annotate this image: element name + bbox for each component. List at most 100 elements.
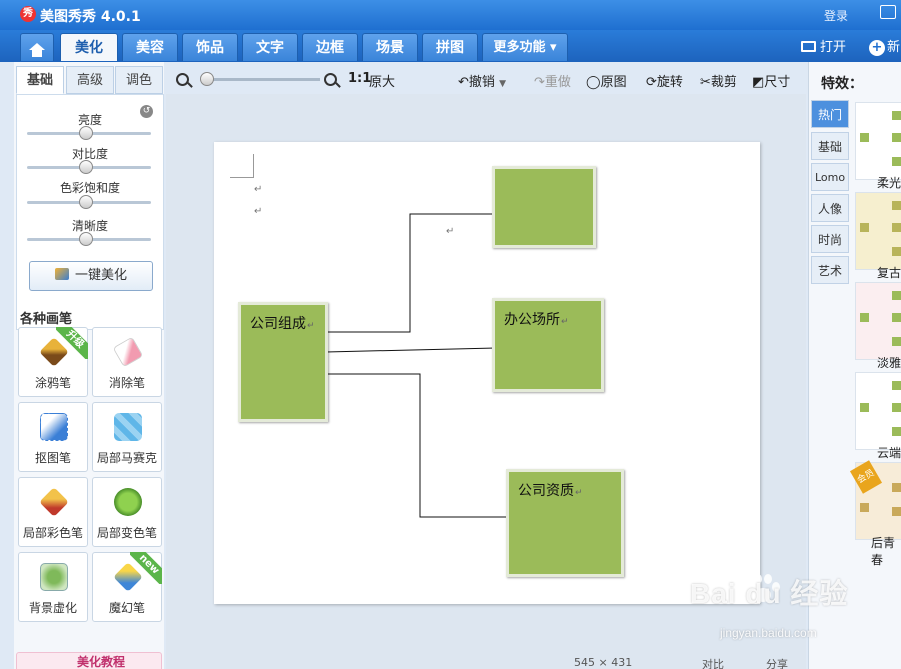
blur-icon	[40, 563, 68, 591]
slider-knob[interactable]	[79, 126, 93, 140]
tab-ornament[interactable]: 饰品	[182, 33, 238, 61]
rotate-button[interactable]: ⟳旋转	[646, 75, 683, 90]
main-nav: 美化 美容 饰品 文字 边框 场景 拼图 更多功能 ▾ 打开 +新	[0, 30, 901, 62]
redo-icon: ↷	[534, 75, 545, 90]
effects-tab-hot[interactable]: 热门	[811, 100, 849, 128]
slider-knob[interactable]	[79, 232, 93, 246]
effects-panel: 特效： 热门 基础 Lomo 人像 时尚 艺术 柔光 复古 淡雅 云端 会员 后…	[808, 62, 901, 669]
undo-button[interactable]: ↶撤销 ▼	[458, 75, 506, 90]
effect-thumbnail[interactable]	[855, 282, 901, 360]
page-corner-mark	[230, 154, 254, 178]
qualification-box[interactable]: 公司资质↵	[506, 469, 624, 577]
zoom-out-icon[interactable]	[176, 73, 189, 86]
baidu-watermark: Bai du 经验	[690, 578, 849, 609]
status-bar: 545 × 431 对比 分享	[166, 658, 806, 669]
app-title: 美图秀秀 4.0.1	[40, 9, 141, 25]
redo-button[interactable]: ↷重做	[534, 75, 571, 90]
baidu-watermark-url: jingyan.baidu.com	[720, 626, 817, 640]
doodle-pen-tool[interactable]: 升级 涂鸦笔	[18, 327, 88, 397]
crop-button[interactable]: ✂裁剪	[700, 75, 737, 90]
original-size-button[interactable]: 原大	[369, 75, 396, 90]
tab-frame[interactable]: 边框	[302, 33, 358, 61]
one-click-beautify-button[interactable]: 一键美化	[29, 261, 153, 291]
magic-pen-tool[interactable]: new 魔幻笔	[92, 552, 162, 622]
effects-tab-portrait[interactable]: 人像	[811, 194, 849, 222]
tab-beautify[interactable]: 美化	[60, 33, 118, 61]
effects-tab-fashion[interactable]: 时尚	[811, 225, 849, 253]
zoom-slider[interactable]	[200, 72, 320, 86]
background-blur-tool[interactable]: 背景虚化	[18, 552, 88, 622]
new-badge: new	[130, 552, 162, 584]
chevron-down-icon[interactable]: ▼	[499, 79, 506, 89]
zoom-in-icon[interactable]	[324, 73, 337, 86]
rotate-icon: ⟳	[646, 75, 657, 90]
coordinates-readout: 545 × 431	[574, 658, 633, 669]
zoom-knob[interactable]	[200, 72, 214, 86]
adjust-panel: ↺ 亮度 对比度 色彩饱和度 清晰度 一键美化	[16, 94, 164, 330]
cutout-pen-tool[interactable]: 抠图笔	[18, 402, 88, 472]
tab-advanced[interactable]: 高级	[66, 66, 114, 94]
image-canvas[interactable]: ↵ ↵ ↵ 公司组成↵ 办公场所↵ 公司资质↵	[214, 142, 760, 604]
tab-scene[interactable]: 场景	[362, 33, 418, 61]
contrast-slider[interactable]	[27, 160, 151, 174]
slider-knob[interactable]	[79, 195, 93, 209]
share-button[interactable]: 分享	[766, 658, 788, 669]
tab-more[interactable]: 更多功能 ▾	[482, 33, 568, 61]
message-icon[interactable]	[880, 5, 896, 19]
resize-icon: ◩	[752, 75, 765, 90]
sharpness-label: 清晰度	[71, 219, 108, 233]
effects-tab-lomo[interactable]: Lomo	[811, 163, 849, 191]
effect-label: 复古	[877, 266, 901, 280]
office-box[interactable]: 办公场所↵	[492, 298, 604, 392]
app-logo: 秀	[20, 6, 36, 22]
top-box[interactable]	[492, 166, 596, 248]
paragraph-mark: ↵	[254, 184, 263, 195]
tab-text[interactable]: 文字	[242, 33, 298, 61]
mosaic-icon	[114, 413, 142, 441]
local-recolor-pen-tool[interactable]: 局部变色笔	[92, 477, 162, 547]
effects-tab-basic[interactable]: 基础	[811, 132, 849, 160]
compare-button[interactable]: 对比	[702, 658, 724, 669]
effect-thumbnail[interactable]	[855, 102, 901, 180]
mosaic-tool[interactable]: 局部马赛克	[92, 402, 162, 472]
reset-icon[interactable]: ↺	[140, 105, 153, 118]
local-color-pen-tool[interactable]: 局部彩色笔	[18, 477, 88, 547]
paragraph-mark: ↵	[254, 206, 263, 217]
contrast-label: 对比度	[71, 147, 108, 161]
eraser-tool[interactable]: 消除笔	[92, 327, 162, 397]
connector-office	[325, 347, 497, 353]
connector-lines	[325, 213, 512, 518]
new-button[interactable]: +新	[869, 36, 900, 56]
saturation-label: 色彩饱和度	[59, 181, 120, 195]
eraser-icon	[112, 336, 144, 368]
tab-cosmetic[interactable]: 美容	[122, 33, 178, 61]
tab-color[interactable]: 调色	[115, 66, 163, 94]
open-button[interactable]: 打开	[801, 36, 846, 55]
brightness-slider[interactable]	[27, 126, 151, 140]
tab-collage[interactable]: 拼图	[422, 33, 478, 61]
ratio-label[interactable]: 1:1	[348, 71, 372, 86]
tab-home[interactable]	[20, 33, 54, 61]
original-image-button[interactable]: ◯原图	[586, 75, 627, 90]
pen-icon	[40, 413, 68, 441]
effect-label: 云端	[877, 446, 901, 460]
image-toolbar: 1:1 原大 ↶撤销 ▼ ↷重做 ◯原图 ⟳旋转 ✂裁剪 ◩尺寸	[166, 64, 806, 94]
tab-basic[interactable]: 基础	[16, 66, 64, 94]
effect-thumbnail[interactable]	[855, 192, 901, 270]
sharpness-slider[interactable]	[27, 232, 151, 246]
baidu-paw-logo	[746, 574, 780, 604]
saturation-slider[interactable]	[27, 195, 151, 209]
resize-button[interactable]: ◩尺寸	[752, 75, 791, 90]
left-panel: 基础 高级 调色 ↺ 亮度 对比度 色彩饱和度 清晰度 一键美化 各种画笔 升级…	[14, 62, 164, 669]
effect-thumbnail[interactable]	[855, 372, 901, 450]
work-area: ↵ ↵ ↵ 公司组成↵ 办公场所↵ 公司资质↵	[166, 94, 806, 669]
circle-icon: ◯	[586, 75, 601, 90]
effect-label: 淡雅	[877, 356, 901, 370]
company-composition-box[interactable]: 公司组成↵	[238, 302, 328, 422]
connector-qualification	[326, 373, 512, 518]
undo-icon: ↶	[458, 75, 469, 90]
effects-tab-art[interactable]: 艺术	[811, 256, 849, 284]
beautify-tutorial-link[interactable]: 美化教程	[16, 652, 162, 669]
slider-knob[interactable]	[79, 160, 93, 174]
login-link[interactable]: 登录	[824, 9, 849, 23]
